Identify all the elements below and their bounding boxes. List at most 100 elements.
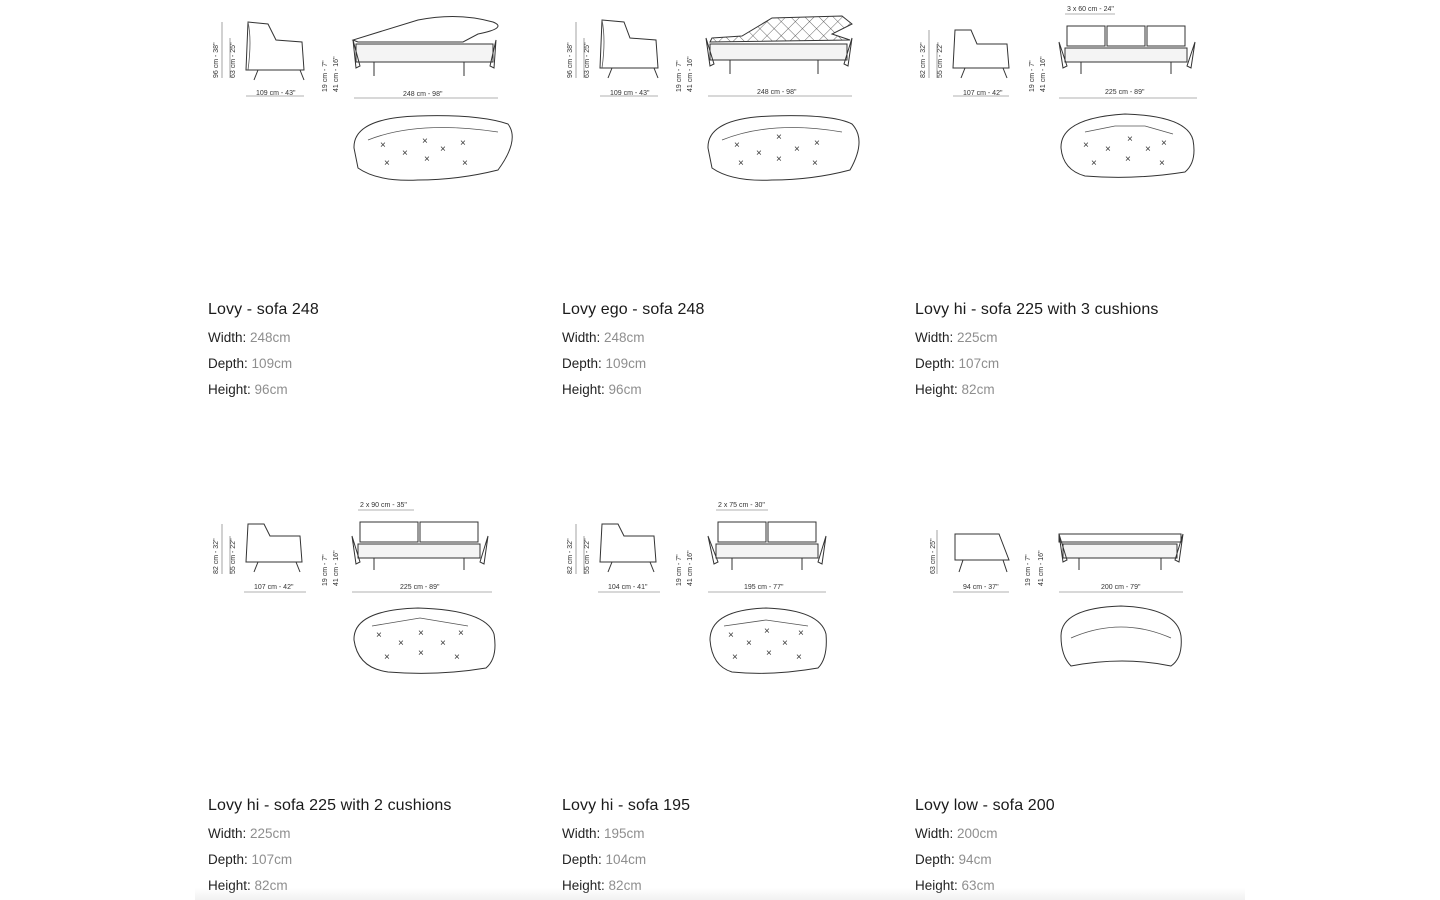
svg-text:×: ×: [422, 136, 428, 147]
dim-seat-2: 41 cm - 16": [333, 550, 340, 586]
spec-label: Depth:: [208, 852, 248, 867]
spec-value: 96cm: [608, 382, 642, 397]
spec-value: 107cm: [251, 852, 293, 867]
technical-drawing: 82 cm - 32" 55 cm - 22" 107 cm - 42" 19 …: [915, 0, 1255, 200]
dim-seat-2: 41 cm - 16": [687, 56, 694, 92]
svg-text:×: ×: [376, 630, 382, 641]
product-name[interactable]: Lovy hi - sofa 225 with 2 cushions: [208, 797, 452, 814]
product-card-lovy-sofa-248[interactable]: 96 cm - 38" 63 cm - 25" 109 cm - 43" 19 …: [208, 0, 548, 420]
spec-label: Width:: [208, 330, 247, 345]
svg-text:×: ×: [440, 144, 446, 155]
spec-depth: Depth: 94cm: [915, 852, 1255, 868]
dim-height-back: 63 cm - 25": [230, 42, 237, 78]
dim-depth: 107 cm - 42": [963, 90, 1003, 97]
svg-text:×: ×: [384, 158, 390, 169]
svg-text:×: ×: [798, 628, 804, 639]
svg-text:×: ×: [440, 638, 446, 649]
spec-value: 104cm: [605, 852, 647, 867]
spec-label: Width:: [562, 826, 601, 841]
svg-text:×: ×: [756, 148, 762, 159]
dim-width: 225 cm - 89": [1105, 89, 1145, 96]
spec-label: Width:: [915, 826, 954, 841]
dim-height-back: 55 cm - 22": [230, 538, 237, 574]
spec-value: 109cm: [605, 356, 647, 371]
spec-value: 109cm: [251, 356, 293, 371]
svg-text:×: ×: [814, 138, 820, 149]
product-name[interactable]: Lovy hi - sofa 225 with 3 cushions: [915, 301, 1159, 318]
svg-text:×: ×: [812, 158, 818, 169]
spec-height: Height: 82cm: [915, 382, 1255, 398]
low-200-drawing-svg: 63 cm - 25" 94 cm - 37" 19 cm - 7" 41 cm…: [930, 530, 1184, 667]
dim-width: 248 cm - 98": [403, 91, 443, 98]
dim-seat-2: 41 cm - 16": [687, 550, 694, 586]
dim-depth: 109 cm - 43": [610, 90, 650, 97]
product-info: Lovy ego - sofa 248 Width: 248cm Depth: …: [562, 300, 902, 398]
dim-cushions: 2 x 75 cm - 30": [718, 502, 765, 509]
dim-seat-2: 41 cm - 16": [1040, 56, 1047, 92]
product-name[interactable]: Lovy hi - sofa 195: [562, 797, 691, 814]
product-name[interactable]: Lovy - sofa 248: [208, 301, 319, 318]
dim-width: 225 cm - 89": [400, 584, 440, 591]
svg-text:×: ×: [794, 144, 800, 155]
dim-seat-2: 41 cm - 16": [333, 56, 340, 92]
dim-height-back: 55 cm - 22": [937, 42, 944, 78]
hi-225-3c-drawing-svg: 82 cm - 32" 55 cm - 22" 107 cm - 42" 19 …: [920, 6, 1197, 178]
spec-label: Height:: [915, 382, 958, 397]
dim-height-total: 96 cm - 38": [567, 42, 574, 78]
hi-195-drawing-svg: 82 cm - 32" 55 cm - 22" 104 cm - 41" 19 …: [567, 502, 827, 674]
spec-height: Height: 96cm: [208, 382, 548, 398]
svg-text:×: ×: [384, 652, 390, 663]
spec-value: 195cm: [604, 826, 645, 841]
svg-text:×: ×: [764, 626, 770, 637]
svg-text:×: ×: [776, 132, 782, 143]
svg-text:×: ×: [738, 158, 744, 169]
spec-value: 248cm: [604, 330, 645, 345]
svg-text:×: ×: [458, 628, 464, 639]
dim-cushions: 2 x 90 cm - 35": [360, 502, 407, 509]
spec-label: Height:: [562, 382, 605, 397]
dim-depth: 104 cm - 41": [608, 584, 648, 591]
svg-text:×: ×: [1091, 158, 1097, 169]
bottom-fade: [195, 888, 1245, 900]
dim-seat-1: 19 cm - 7": [1025, 554, 1032, 586]
product-info: Lovy hi - sofa 195 Width: 195cm Depth: 1…: [562, 796, 902, 894]
product-card-lovy-hi-225-3-cushions[interactable]: 82 cm - 32" 55 cm - 22" 107 cm - 42" 19 …: [915, 0, 1255, 420]
spec-label: Depth:: [562, 356, 602, 371]
svg-text:×: ×: [776, 154, 782, 165]
spec-depth: Depth: 107cm: [915, 356, 1255, 372]
svg-text:×: ×: [418, 628, 424, 639]
spec-value: 82cm: [961, 382, 995, 397]
product-name[interactable]: Lovy ego - sofa 248: [562, 301, 705, 318]
svg-text:×: ×: [1105, 144, 1111, 155]
svg-text:×: ×: [398, 638, 404, 649]
spec-label: Depth:: [915, 852, 955, 867]
spec-depth: Depth: 104cm: [562, 852, 902, 868]
dim-height-back: 63 cm - 25": [930, 538, 937, 574]
ego-248-drawing-svg: 96 cm - 38" 63 cm - 25" 109 cm - 43" 19 …: [567, 15, 860, 181]
spec-value: 200cm: [957, 826, 998, 841]
spec-width: Width: 248cm: [562, 330, 902, 346]
product-name[interactable]: Lovy low - sofa 200: [915, 797, 1055, 814]
product-card-lovy-hi-225-2-cushions[interactable]: 82 cm - 32" 55 cm - 22" 107 cm - 42" 19 …: [208, 496, 548, 900]
dim-depth: 107 cm - 42": [254, 584, 294, 591]
product-card-lovy-ego-sofa-248[interactable]: 96 cm - 38" 63 cm - 25" 109 cm - 43" 19 …: [562, 0, 902, 420]
spec-depth: Depth: 107cm: [208, 852, 548, 868]
spec-width: Width: 195cm: [562, 826, 902, 842]
technical-drawing: 82 cm - 32" 55 cm - 22" 107 cm - 42" 19 …: [208, 496, 548, 696]
spec-value: 107cm: [958, 356, 1000, 371]
product-card-lovy-low-sofa-200[interactable]: 63 cm - 25" 94 cm - 37" 19 cm - 7" 41 cm…: [915, 496, 1255, 900]
svg-text:×: ×: [402, 148, 408, 159]
dim-seat-2: 41 cm - 16": [1038, 550, 1045, 586]
spec-value: 248cm: [250, 330, 291, 345]
svg-text:×: ×: [460, 138, 466, 149]
svg-text:×: ×: [1145, 144, 1151, 155]
spec-depth: Depth: 109cm: [208, 356, 548, 372]
dim-width: 200 cm - 79": [1101, 584, 1141, 591]
product-card-lovy-hi-sofa-195[interactable]: 82 cm - 32" 55 cm - 22" 104 cm - 41" 19 …: [562, 496, 902, 900]
svg-text:×: ×: [766, 648, 772, 659]
spec-value: 96cm: [254, 382, 288, 397]
svg-text:×: ×: [1127, 134, 1133, 145]
technical-drawing: 96 cm - 38" 63 cm - 25" 109 cm - 43" 19 …: [562, 0, 902, 200]
spec-label: Depth:: [915, 356, 955, 371]
spec-width: Width: 225cm: [208, 826, 548, 842]
